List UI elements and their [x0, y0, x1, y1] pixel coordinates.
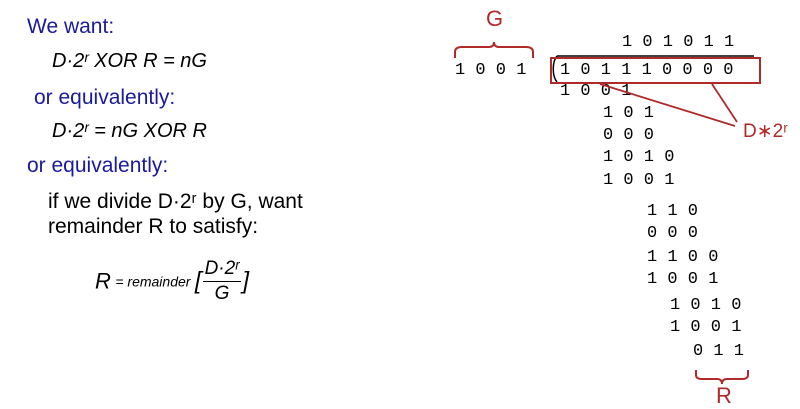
division-step-6: 1 1 0 — [647, 202, 699, 221]
formula-open-bracket: [ — [194, 267, 202, 295]
label-g: G — [486, 6, 504, 31]
formula-denominator: G — [214, 283, 230, 304]
formula-remainder-word: = remainder — [115, 273, 191, 290]
equation-1: D·2ʳ XOR R = nG — [52, 50, 207, 72]
division-step-4: 1 0 1 0 — [603, 148, 675, 167]
dividend-bits: 1 0 1 1 1 0 0 0 0 — [560, 61, 734, 80]
division-step-7: 0 0 0 — [647, 224, 699, 243]
division-bracket — [552, 55, 558, 83]
heading-we-want: We want: — [27, 15, 115, 38]
formula-numerator: D·2ʳ — [202, 258, 242, 282]
formula-close-bracket: ] — [242, 267, 250, 295]
division-step-2: 1 0 1 — [603, 104, 655, 123]
heading-or-equivalently-2: or equivalently: — [27, 154, 169, 177]
d2r-pointer-left — [599, 83, 736, 127]
d2r-pointer-right — [711, 83, 738, 123]
quotient: 1 0 1 0 1 1 — [622, 33, 735, 52]
division-step-11: 1 0 0 1 — [670, 318, 742, 337]
label-d2r: D∗2ʳ — [743, 121, 788, 142]
explanation-line-1: if we divide D·2ʳ by G, want — [48, 190, 303, 213]
explanation-line-2: remainder R to satisfy: — [48, 215, 259, 238]
formula-lhs: R — [95, 268, 111, 294]
heading-or-equivalently-1: or equivalently: — [34, 86, 176, 109]
division-step-10: 1 0 1 0 — [670, 296, 742, 315]
division-step-8: 1 1 0 0 — [647, 248, 719, 267]
label-r: R — [716, 383, 732, 408]
division-step-3: 0 0 0 — [603, 126, 655, 145]
division-step-9: 1 0 0 1 — [647, 270, 719, 289]
remainder-brace — [695, 370, 749, 385]
equation-2: D·2ʳ = nG XOR R — [52, 120, 207, 142]
generator-brace — [454, 41, 534, 58]
division-step-5: 1 0 0 1 — [603, 171, 675, 190]
division-step-12: 0 1 1 — [693, 342, 745, 361]
generator-bits: 1 0 0 1 — [455, 61, 527, 80]
dividend-box — [550, 57, 761, 84]
division-step-1: 1 0 0 1 — [560, 82, 632, 101]
